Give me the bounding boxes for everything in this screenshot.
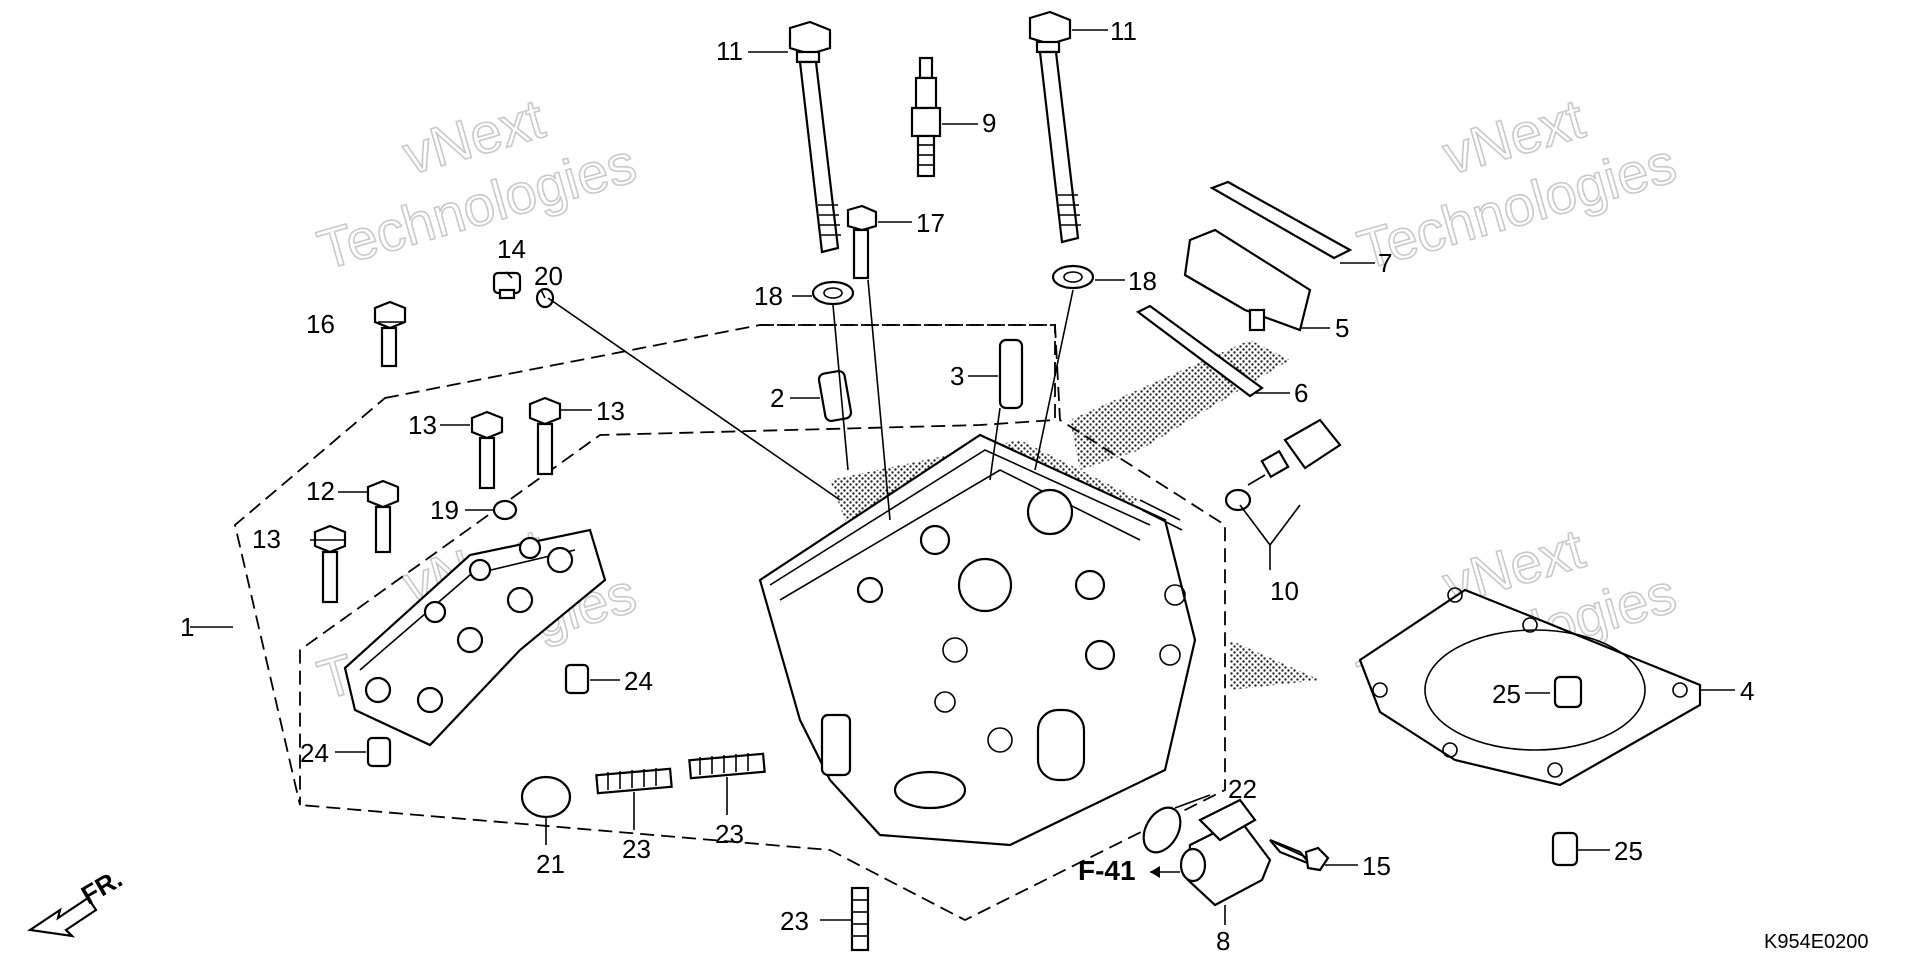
dowel-25-a <box>1553 675 1583 709</box>
callout-labels: 11 11 9 17 18 18 7 5 6 2 3 14 20 16 13 1… <box>180 16 1754 956</box>
rocker-shaft-6 <box>1135 304 1264 398</box>
callout-17: 17 <box>916 208 945 238</box>
callout-2: 2 <box>770 383 784 413</box>
dowel-2 <box>817 369 853 423</box>
leader-lines <box>190 29 1735 925</box>
tensioner-8 <box>1179 798 1272 907</box>
callout-5: 5 <box>1335 313 1349 343</box>
callout-23a: 23 <box>622 834 651 864</box>
callout-10: 10 <box>1270 576 1299 606</box>
callout-3: 3 <box>950 361 964 391</box>
bolt-17 <box>846 204 878 280</box>
rocker-shaft-7 <box>1209 180 1353 260</box>
bolt-12 <box>366 479 400 554</box>
washer-18-left <box>811 280 855 306</box>
dowel-24-b <box>366 736 392 768</box>
svg-text:F-41: F-41 <box>1078 855 1136 886</box>
callout-25b: 25 <box>1614 836 1643 866</box>
dowel-3 <box>998 338 1024 410</box>
stud-23-b <box>688 752 766 780</box>
callout-20: 20 <box>534 261 563 291</box>
bolt-16 <box>373 300 407 368</box>
stud-23-a <box>595 767 673 795</box>
callout-13c: 13 <box>252 524 281 554</box>
callout-23c: 23 <box>780 906 809 936</box>
callout-21: 21 <box>536 849 565 879</box>
callout-9: 9 <box>982 108 996 138</box>
hatch-region-lower <box>1230 640 1320 690</box>
callout-18a: 18 <box>754 281 783 311</box>
bolt-15 <box>1269 838 1330 872</box>
callout-1: 1 <box>180 612 194 642</box>
camshaft-holder-1 <box>343 528 607 747</box>
callout-16: 16 <box>306 309 335 339</box>
callout-23b: 23 <box>715 819 744 849</box>
o-ring-22 <box>1142 806 1182 854</box>
callout-24a: 24 <box>624 666 653 696</box>
callout-12: 12 <box>306 476 335 506</box>
bolt-13-a <box>470 410 504 490</box>
front-direction-indicator: FR. <box>26 863 127 938</box>
bolt-13-b <box>528 396 562 476</box>
washer-19 <box>492 499 518 521</box>
callout-11a: 11 <box>716 36 743 66</box>
cylinder-head <box>758 433 1197 847</box>
callout-14: 14 <box>497 234 526 264</box>
hatch-region-upper <box>1070 340 1290 470</box>
callout-24b: 24 <box>300 738 329 768</box>
diagram-code: K954E0200 <box>1764 931 1869 953</box>
o-ring-21 <box>520 775 572 819</box>
temperature-sensor-10 <box>1224 418 1342 512</box>
dowel-25-b <box>1551 831 1579 867</box>
watermark-top-right: vNext Technologies <box>1350 86 1683 283</box>
dowel-24-a <box>564 663 590 695</box>
plug-14 <box>492 271 522 300</box>
bolt-13-c <box>313 524 347 604</box>
spark-plug <box>910 56 942 178</box>
watermark-top-left: vNext Technologies <box>310 86 643 283</box>
callout-8: 8 <box>1216 926 1230 956</box>
callout-19: 19 <box>430 495 459 525</box>
callout-22: 22 <box>1228 774 1257 804</box>
stud-23-c <box>850 886 870 952</box>
callout-13a: 13 <box>408 410 437 440</box>
washer-18-right <box>1051 264 1095 290</box>
head-bolt-right <box>1028 10 1081 244</box>
rocker-arm-5 <box>1183 228 1312 332</box>
callout-13b: 13 <box>596 396 625 426</box>
callout-18b: 18 <box>1128 266 1157 296</box>
reference-f41: F-41 <box>1078 855 1180 886</box>
callout-6: 6 <box>1294 378 1308 408</box>
callout-15: 15 <box>1362 851 1391 881</box>
cylinder-head-gasket-4 <box>1358 587 1702 787</box>
callout-7: 7 <box>1378 248 1392 278</box>
callout-11b: 11 <box>1110 16 1137 46</box>
head-bolt-left <box>788 20 841 254</box>
callout-25a: 25 <box>1492 679 1521 709</box>
callout-4: 4 <box>1740 676 1754 706</box>
head-assembly-outline <box>299 324 1226 922</box>
